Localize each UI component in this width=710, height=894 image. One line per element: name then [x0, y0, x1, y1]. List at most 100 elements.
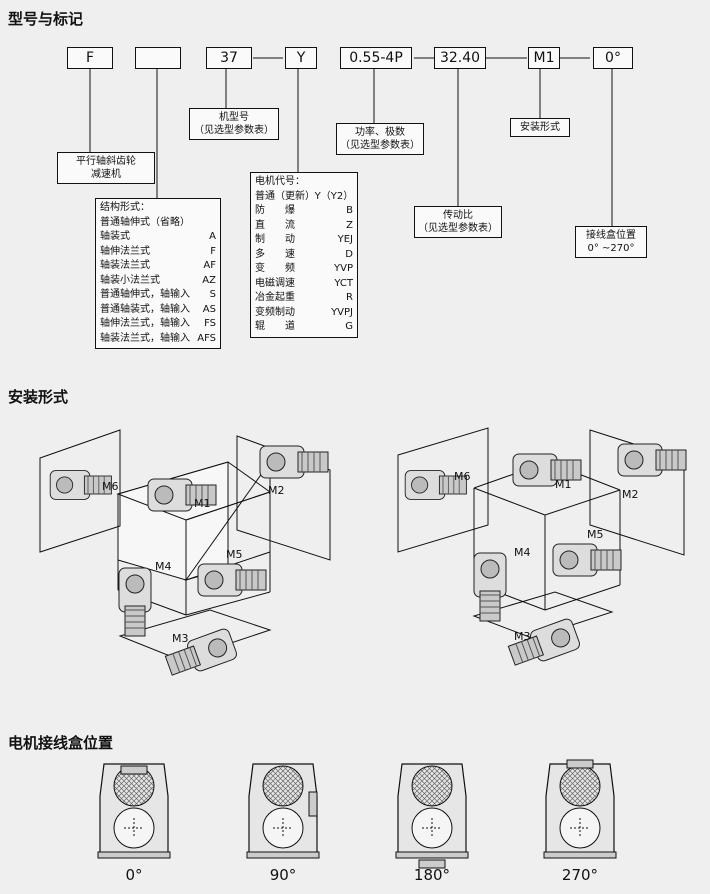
- motor-item-name: 电磁调速: [255, 277, 295, 289]
- label-text: 机型号: [219, 112, 249, 123]
- label-m1-left: M1: [194, 497, 211, 510]
- motor-item-code: YVPJ: [331, 306, 353, 318]
- structure-item-code: AF: [203, 260, 216, 271]
- structure-item-name: 普通轴伸式（省略）: [100, 216, 190, 228]
- motor-item: 变频制动 YVPJ: [255, 306, 353, 321]
- label-frame-size: 机型号 （见选型参数表）: [189, 108, 279, 140]
- code-box-mount: M1: [528, 47, 560, 69]
- label-m2-left: M2: [268, 484, 285, 497]
- structure-item-code: FS: [204, 318, 216, 329]
- terminal-180-label: 180°: [413, 866, 451, 884]
- code-box-type: F: [67, 47, 113, 69]
- structure-item-name: 轴伸法兰式: [100, 245, 150, 257]
- label-text: （见选型参数表）: [418, 223, 498, 234]
- motor-item: 电磁调速 YCT: [255, 277, 353, 292]
- label-m4-left: M4: [155, 560, 172, 573]
- motor-item-name: 制 动: [255, 234, 295, 245]
- label-m5-right: M5: [587, 528, 604, 541]
- label-terminal-box: 接线盒位置 0° ~270°: [575, 226, 647, 258]
- section-title-model: 型号与标记: [8, 10, 84, 28]
- label-text: 平行轴斜齿轮: [76, 156, 136, 167]
- code-box-ratio: 32.40: [434, 47, 486, 69]
- code-box-frame: 37: [206, 47, 252, 69]
- structure-item-name: 轴装式: [100, 231, 130, 242]
- code-box-power: 0.55-4P: [340, 47, 412, 69]
- motor-item-code: Z: [346, 219, 353, 231]
- structure-item: 轴装法兰式 AF: [100, 259, 216, 274]
- structure-item-code: AFS: [197, 332, 216, 344]
- label-text: （见选型参数表）: [194, 125, 274, 136]
- section-title-mounting: 安装形式: [8, 388, 69, 406]
- structure-item-name: 轴装小法兰式: [100, 274, 160, 286]
- structure-item-code: AZ: [202, 274, 216, 286]
- structure-item-code: AS: [202, 303, 216, 315]
- motor-item-code: G: [345, 321, 353, 332]
- motor-item-name: 直 流: [255, 219, 295, 231]
- label-m1-right: M1: [555, 478, 572, 491]
- code-box-structure: [135, 47, 181, 69]
- motor-item-name: 多 速: [255, 248, 295, 260]
- label-text: 减速机: [91, 169, 121, 180]
- structure-item-name: 普通轴伸式，轴输入: [100, 289, 190, 300]
- label-text: 0° ~270°: [587, 243, 635, 254]
- label-text: 传动比: [443, 210, 473, 221]
- label-text: 功率、极数: [355, 127, 405, 138]
- motor-item-name: 变 频: [255, 263, 295, 274]
- motor-item-name: 冶金起重: [255, 292, 295, 303]
- motor-item-name: 普通（更新）: [255, 190, 315, 202]
- label-power-poles: 功率、极数 （见选型参数表）: [336, 123, 424, 155]
- label-m6-right: M6: [454, 470, 471, 483]
- label-m4-right: M4: [514, 546, 531, 559]
- structure-item: 普通轴装式，轴输入 AS: [100, 303, 216, 318]
- motor-item-code: R: [346, 292, 353, 303]
- motor-item-code: YCT: [334, 277, 353, 289]
- motor-item-name: 防 爆: [255, 205, 295, 216]
- label-m2-right: M2: [622, 488, 639, 501]
- structure-item-code: S: [209, 289, 216, 300]
- terminal-90-label: 90°: [269, 866, 297, 884]
- label-ratio: 传动比 （见选型参数表）: [414, 206, 502, 238]
- code-box-motor: Y: [285, 47, 317, 69]
- motor-item: 冶金起重 R: [255, 291, 353, 306]
- label-m3-right: M3: [514, 630, 531, 643]
- structure-item: 轴装式 A: [100, 230, 216, 245]
- structure-item-code: A: [209, 231, 216, 242]
- structure-item: 轴伸法兰式 F: [100, 245, 216, 260]
- motor-item: 普通（更新）Y（Y2）: [255, 190, 353, 205]
- structure-item-name: 轴装法兰式，轴输入: [100, 332, 190, 344]
- label-m3-left: M3: [172, 632, 189, 645]
- structure-item-name: 普通轴装式，轴输入: [100, 303, 190, 315]
- structure-item: 轴装法兰式，轴输入 AFS: [100, 332, 216, 347]
- section-title-terminal: 电机接线盒位置: [8, 734, 114, 752]
- label-m5-left: M5: [226, 548, 243, 561]
- label-mount-type: 安装形式: [510, 118, 570, 137]
- terminal-0-label: 0°: [125, 866, 143, 884]
- structure-item: 普通轴伸式，轴输入 S: [100, 288, 216, 303]
- motor-item-code: D: [345, 248, 353, 260]
- label-text: 安装形式: [520, 122, 560, 133]
- motor-item-code: B: [346, 205, 353, 216]
- motor-title: 电机代号：: [255, 176, 305, 187]
- motor-item-code: Y（Y2）: [314, 190, 354, 202]
- structure-item: 普通轴伸式（省略）: [100, 216, 216, 231]
- structure-item-name: 轴装法兰式: [100, 260, 150, 271]
- label-text: （见选型参数表）: [340, 140, 420, 151]
- code-box-terminal: 0°: [593, 47, 633, 69]
- motor-item-name: 变频制动: [255, 306, 295, 318]
- label-text: 接线盒位置: [586, 230, 636, 241]
- structure-item-code: F: [210, 245, 216, 257]
- label-m6-left: M6: [102, 480, 119, 493]
- motor-item-name: 辊 道: [255, 321, 295, 332]
